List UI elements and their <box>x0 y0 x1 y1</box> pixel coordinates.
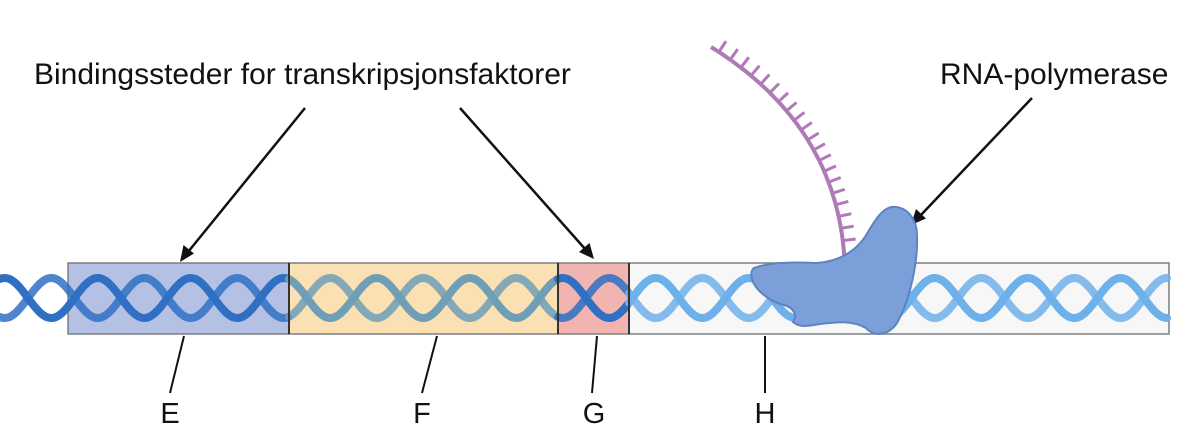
rna-base-tick <box>840 224 854 230</box>
rna-base-tick <box>739 56 750 69</box>
rna-base-tick <box>800 121 813 132</box>
rna-base-tick <box>842 237 856 243</box>
rna-base-tick <box>717 40 728 53</box>
region-e-box <box>67 262 290 335</box>
rna-polymerase-label: RNA-polymerase <box>940 58 1168 91</box>
region-f-label: F <box>413 398 431 430</box>
leader-g <box>591 335 598 394</box>
leader-e <box>169 335 185 394</box>
dna-segment-g-strand-2 <box>554 273 632 323</box>
rna-base-tick <box>777 91 790 103</box>
rna-base-tick <box>768 82 781 94</box>
rna-base-tick <box>806 131 820 142</box>
rna-base-tick <box>838 212 852 218</box>
arrowhead-e <box>180 245 194 262</box>
region-leader-lines <box>169 335 766 394</box>
binding-sites-label: Bindingssteder for transkripsjonsfaktore… <box>34 58 571 91</box>
dna-segment-f-strand-2 <box>285 273 561 323</box>
arrow-to-e <box>187 107 306 253</box>
rna-base-tick <box>728 48 739 61</box>
dna-segment-g-strand-1 <box>554 273 632 323</box>
arrow-to-polymerase <box>919 97 1033 217</box>
dna-segment-e-strand-1 <box>0 273 292 323</box>
region-f-box <box>288 262 559 335</box>
rna-backbone <box>709 45 847 279</box>
rna-base-tick <box>827 176 842 184</box>
dna-segment-f-strand-1 <box>285 273 561 323</box>
rna-base-tick <box>812 142 826 152</box>
rna-strand <box>709 40 856 279</box>
rna-base-tick <box>759 73 771 86</box>
region-g-label: G <box>583 398 606 430</box>
rna-base-tick <box>831 187 846 195</box>
rna-base-tick <box>835 199 849 207</box>
arrow-to-g <box>459 107 587 251</box>
rna-base-tick <box>823 164 837 173</box>
leader-f <box>421 335 438 394</box>
region-g-box <box>557 262 630 335</box>
region-dividers <box>288 263 630 334</box>
region-e-label: E <box>160 398 179 430</box>
dna-segment-e-strand-2 <box>0 273 292 323</box>
region-h-label: H <box>755 398 776 430</box>
arrowhead-g <box>579 243 594 259</box>
rna-base-tick <box>749 64 761 77</box>
rna-base-tick <box>793 111 806 122</box>
rna-base-tick <box>818 153 832 162</box>
label-arrows <box>180 97 1033 262</box>
rna-polymerase-shape <box>750 205 919 335</box>
rna-base-tick <box>785 101 798 112</box>
